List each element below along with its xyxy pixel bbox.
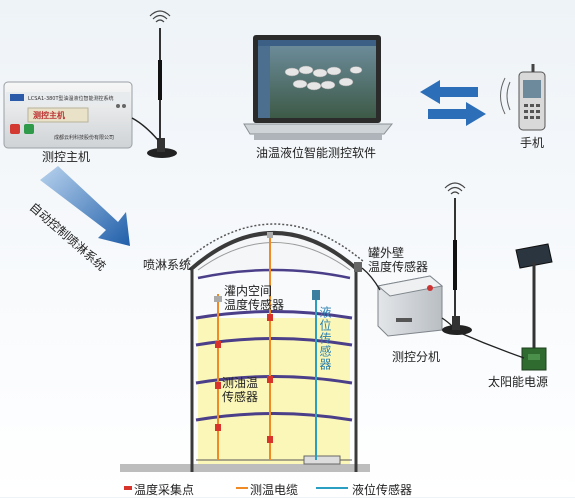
branch-antenna-icon	[442, 182, 472, 335]
legend-level-sensor: 液位传感器	[352, 483, 413, 497]
temp-points	[214, 232, 273, 443]
spray-label: 喷淋系统	[143, 258, 192, 272]
branch-unit-label: 测控分机	[392, 350, 441, 364]
host-controller-device	[3, 81, 133, 149]
level-sensor-head	[312, 290, 320, 300]
bidirectional-arrows-icon	[420, 80, 486, 126]
software-label: 油温液位智能测控软件	[256, 146, 377, 160]
host-red-button	[10, 124, 20, 134]
inner-space-label-2: 温度传感器	[224, 298, 285, 312]
legend-temp-point: 温度采集点	[134, 483, 195, 497]
legend-temp-cable: 测温电缆	[250, 483, 299, 497]
host-header-text: LCSA1-380T型油温液位智能测控系统	[28, 96, 114, 102]
oil-temp-label-1: 测油温	[222, 376, 259, 390]
phone-label: 手机	[520, 136, 545, 150]
inner-space-label-1: 灌内空间	[224, 284, 273, 298]
outer-wall-sensor	[354, 262, 362, 272]
oil-temp-label-2: 传感器	[222, 390, 259, 404]
auto-spray-arrow-icon	[40, 166, 130, 246]
solar-panel-icon	[515, 243, 553, 371]
outer-wall-label-2: 温度传感器	[368, 260, 429, 274]
legend-marker-temp-point	[124, 486, 132, 490]
laptop-icon	[243, 35, 394, 140]
host-cable	[131, 117, 159, 141]
host-antenna-icon	[147, 10, 177, 158]
host-company-text: 成都云利科技股份有限公司	[54, 135, 115, 141]
outer-wall-label-1: 罐外壁	[368, 246, 405, 260]
host-green-button	[24, 124, 34, 134]
solar-label: 太阳能电源	[488, 375, 549, 389]
host-label: 测控主机	[42, 150, 91, 164]
host-panel-title: 测控主机	[33, 111, 65, 120]
phone-icon	[500, 64, 546, 131]
level-sensor-label: 液位传感器	[318, 306, 332, 371]
branch-unit-device	[376, 275, 444, 337]
oil-tank	[120, 223, 370, 472]
